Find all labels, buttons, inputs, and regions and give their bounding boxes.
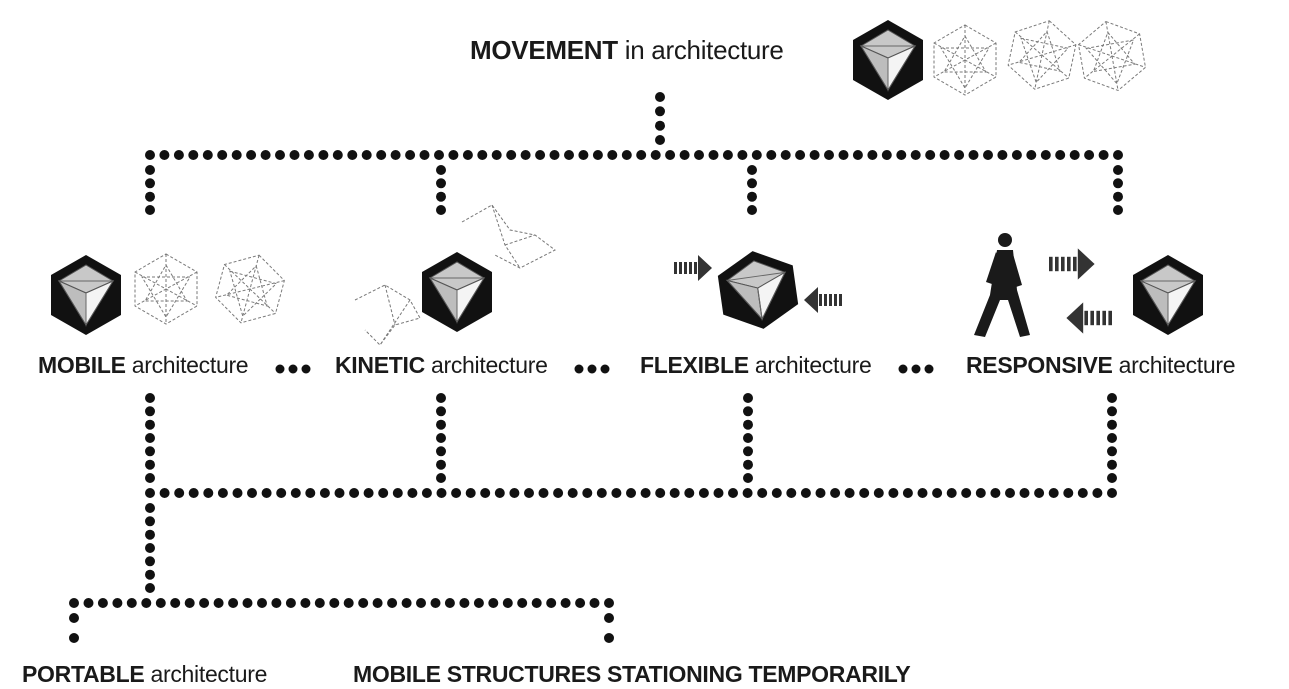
portable-label: PORTABLE architecture	[22, 661, 268, 687]
wireframe-polyhedron-icon	[1074, 15, 1150, 97]
solid-polyhedron-icon	[1132, 254, 1204, 336]
solid-polyhedron-icon	[421, 251, 493, 333]
stationing-label: MOBILE STRUCTURES STATIONING TEMPORARILY	[353, 661, 911, 687]
dotted-connectors	[69, 92, 1123, 643]
arrow-icon	[804, 287, 842, 313]
solid-polyhedron-icon	[714, 245, 802, 335]
arrow-icon	[674, 255, 712, 281]
responsive-label: RESPONSIVE architecture	[966, 352, 1236, 378]
wireframe-polyhedron-icon	[933, 24, 997, 96]
solid-polyhedron-icon	[50, 254, 122, 336]
wireframe-polyhedron-icon	[1003, 13, 1081, 97]
arrow-icon	[1066, 302, 1112, 334]
kinetic-label: KINETIC architecture	[335, 352, 548, 378]
wireframe-polyhedron-icon	[210, 246, 290, 332]
walking-person-icon	[974, 233, 1030, 337]
root-label: MOVEMENT in architecture	[470, 35, 784, 65]
solid-polyhedron-icon	[852, 19, 924, 101]
wireframe-polyhedron-icon	[354, 204, 556, 346]
arrow-icon	[1049, 248, 1095, 280]
mobile-label: MOBILE architecture	[38, 352, 249, 378]
wireframe-polyhedron-icon	[134, 253, 198, 325]
flexible-label: FLEXIBLE architecture	[640, 352, 872, 378]
